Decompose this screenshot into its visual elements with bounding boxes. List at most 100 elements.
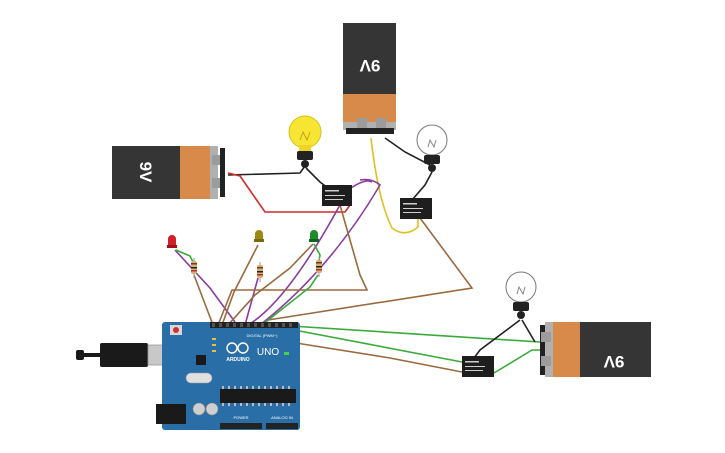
board-led-rx (212, 350, 216, 352)
arduino-uno[interactable]: DIGITAL (PWM~) ARDUINO UNO (156, 322, 300, 430)
bulb-yellow-base (297, 151, 313, 160)
led-red-dome (168, 235, 176, 246)
bulb-top-right-tip (428, 164, 436, 172)
battery-top-body (343, 23, 396, 96)
wire-brown-relay1[interactable] (217, 204, 369, 326)
bulb-top-right-glass (416, 124, 448, 156)
wire-green-board-right[interactable] (274, 324, 541, 343)
wire-brown-led-green[interactable] (227, 243, 314, 326)
battery-right-terminal-plate (545, 322, 553, 377)
bulb-right-base (513, 302, 529, 311)
battery-right-body (580, 322, 651, 377)
resistor-2-band-3 (257, 274, 263, 276)
wire-brown-led-red[interactable] (193, 274, 214, 326)
relay-2[interactable] (400, 198, 432, 219)
resistor-3-band-1 (316, 262, 322, 264)
power-label: POWER (233, 415, 248, 420)
battery-right-label-band (553, 322, 581, 377)
wire-green-relay3-battery[interactable] (493, 349, 540, 374)
wire-black-bulb3-relay3[interactable] (473, 319, 521, 359)
wire-black-bulb3-battery[interactable] (521, 319, 536, 343)
board-led-tx (212, 344, 216, 346)
usb-plug-body (100, 343, 148, 367)
wires (174, 137, 541, 374)
wire-purple-3[interactable] (259, 178, 382, 326)
battery-right[interactable]: 9V (540, 322, 651, 377)
power-jack[interactable] (156, 404, 186, 424)
relay-1-label-strip (325, 190, 339, 192)
led-green-rim (309, 239, 319, 242)
led-red-rim (167, 245, 177, 248)
led-green-dome (310, 230, 318, 240)
analog-label: ANALOG IN (271, 415, 293, 420)
relay-2-label-strip (403, 203, 417, 205)
wire-red-left-battery[interactable] (227, 172, 351, 213)
battery-top-terminal-plate (343, 122, 396, 130)
battery-left-label-band (180, 146, 210, 199)
relay-1-label-strip-2 (325, 195, 345, 196)
bulb-yellow-glass (288, 115, 322, 149)
wire-purple-1[interactable] (174, 249, 236, 323)
resistor-2-band-1 (257, 267, 263, 269)
battery-left-clip (220, 148, 225, 197)
bulb-top-right[interactable] (416, 124, 448, 172)
bulb-right-tip (517, 311, 525, 319)
resistor-2-band-2 (257, 271, 263, 273)
battery-right-terminal-bottom (541, 356, 551, 366)
battery-top-terminal-right (376, 118, 386, 130)
resistor-3[interactable] (316, 257, 322, 277)
digital-pins (212, 323, 292, 327)
wire-brown-relay3[interactable] (295, 342, 463, 373)
bulb-right-filament (516, 285, 526, 296)
battery-top[interactable]: 9V (343, 23, 396, 134)
bulb-right[interactable] (505, 271, 537, 319)
resistor-1-band-3 (191, 270, 197, 272)
resistor-1[interactable] (191, 258, 197, 278)
relay-1[interactable] (322, 185, 352, 206)
wire-black-left-battery[interactable] (227, 165, 306, 176)
board-led-l (212, 338, 216, 340)
relay-3[interactable] (462, 356, 494, 377)
bulb-top-right-filament (427, 138, 437, 149)
battery-left[interactable]: 9V (112, 146, 225, 199)
relay-3-label-strip-2 (465, 366, 485, 367)
wire-brown-relay2[interactable] (267, 217, 474, 321)
wire-black-bulb2-relay2[interactable] (411, 171, 433, 201)
bulb-yellow-filament (299, 130, 311, 142)
wire-yellow-top-battery[interactable] (370, 137, 419, 234)
usb-cable[interactable] (76, 343, 175, 367)
usb-chip (196, 355, 206, 365)
wire-brown-led-yellow[interactable] (221, 244, 259, 326)
led-green[interactable] (309, 230, 319, 242)
resistor-1-band-1 (191, 263, 197, 265)
atmega-pins (222, 386, 290, 406)
resistor-2[interactable] (257, 262, 263, 282)
relay-3-label-strip-3 (465, 370, 483, 371)
resistor-1-band-2 (191, 267, 197, 269)
digital-label: DIGITAL (PWM~) (247, 333, 279, 338)
relay-2-label-strip-2 (403, 208, 423, 209)
bulb-yellow[interactable] (288, 115, 322, 168)
wire-green-board-relay3[interactable] (267, 324, 463, 363)
wire-green-led-green-board[interactable] (261, 274, 319, 326)
battery-top-clip (346, 128, 394, 134)
bulb-yellow-neck (299, 145, 311, 151)
battery-left-label: 9V (136, 162, 155, 183)
arduino-model: UNO (257, 347, 279, 358)
led-yellow-dome (255, 230, 263, 240)
led-yellow[interactable] (254, 230, 264, 242)
wire-purple-led-yellow[interactable] (244, 277, 259, 326)
board-led-on (284, 352, 289, 355)
power-header (220, 423, 262, 429)
wire-black-top-battery[interactable] (384, 137, 431, 166)
battery-top-label: 9V (359, 56, 380, 75)
arduino-logo-left (226, 342, 238, 354)
wire-purple-2[interactable] (247, 180, 373, 326)
battery-left-terminal-plate (210, 146, 218, 199)
reset-button-cap (173, 327, 179, 333)
relay-2-label-strip-3 (403, 212, 421, 213)
arduino-logo-right (237, 342, 249, 354)
led-red[interactable] (167, 235, 177, 248)
relay-3-label-strip (465, 361, 479, 363)
